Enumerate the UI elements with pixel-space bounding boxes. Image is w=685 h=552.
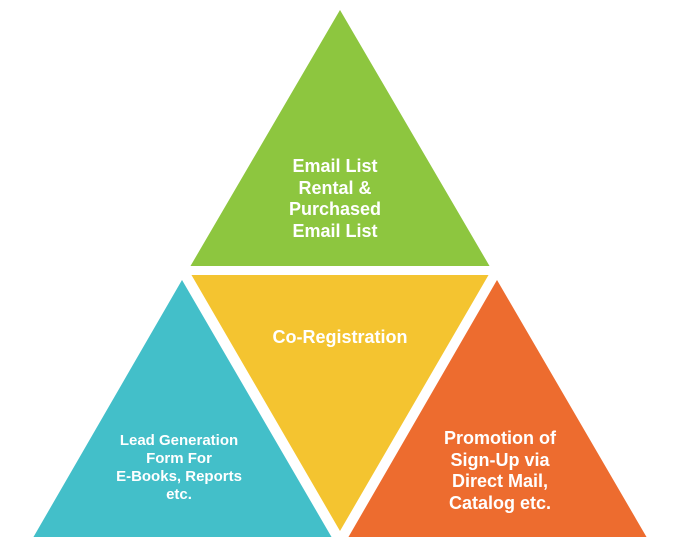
top-triangle	[183, 2, 497, 270]
right-segment-label: Promotion of Sign-Up via Direct Mail, Ca…	[444, 428, 556, 513]
left-triangle	[26, 272, 339, 541]
center-segment-label: Co-Registration	[272, 327, 408, 347]
top-segment-label: Email List Rental & Purchased Email List	[288, 156, 382, 241]
left-segment-label: Lead Generation Form For E-Books, Report…	[116, 432, 242, 503]
center-inverted-triangle	[184, 271, 496, 539]
right-triangle	[341, 272, 654, 541]
